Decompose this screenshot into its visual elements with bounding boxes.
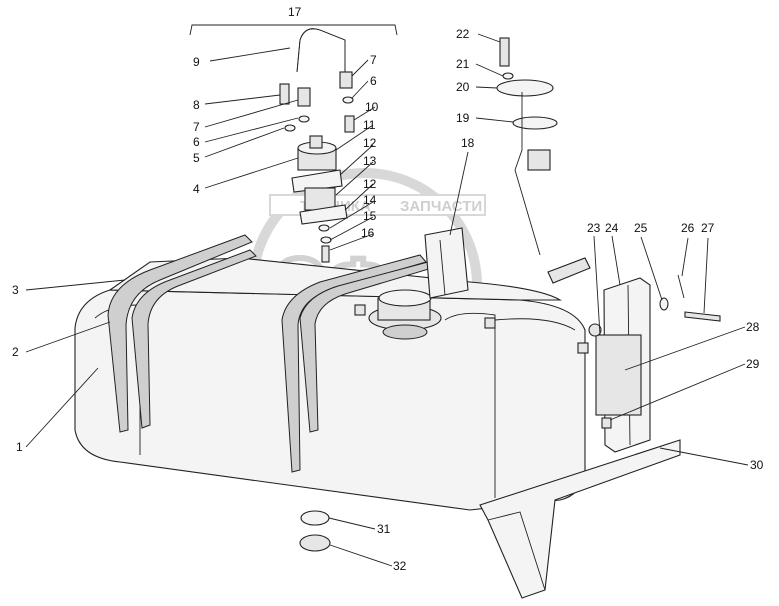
callout-24: 24 <box>605 221 619 235</box>
ring-6a <box>342 96 354 104</box>
bolt-16 <box>321 245 330 263</box>
fitting-10 <box>344 115 355 133</box>
callout-27: 27 <box>701 221 715 235</box>
callout-20: 20 <box>456 80 470 94</box>
strap-right-inner <box>299 261 433 433</box>
support-bracket-30 <box>479 439 681 599</box>
callout-25: 25 <box>634 221 648 235</box>
clamp-31 <box>300 510 330 526</box>
gasket-19 <box>512 116 558 130</box>
callout-6a: 6 <box>370 74 377 88</box>
tank-fitting-b <box>484 317 496 329</box>
callout-3: 3 <box>12 283 19 297</box>
bolt-22 <box>499 37 510 67</box>
callout-4: 4 <box>193 182 200 196</box>
callout-31: 31 <box>377 522 391 536</box>
right-bracket-assembly <box>588 274 721 453</box>
callout-9: 9 <box>193 55 200 69</box>
flange-20 <box>496 79 554 97</box>
callout-13: 13 <box>363 154 377 168</box>
sender-flange <box>368 289 442 340</box>
callout-23: 23 <box>587 221 601 235</box>
callout-12b: 12 <box>363 177 377 191</box>
plate-12a <box>291 169 343 193</box>
callout-15: 15 <box>363 209 377 223</box>
callout-29: 29 <box>746 357 760 371</box>
bracket-18 <box>424 227 469 299</box>
callout-numbers: 17 9 7 6 8 10 7 11 6 12 5 13 4 12 14 15 … <box>12 5 764 573</box>
clamp-32 <box>299 534 331 552</box>
callout-6b: 6 <box>193 135 200 149</box>
sender-float <box>547 257 591 284</box>
callout-30: 30 <box>750 458 764 472</box>
callout-14: 14 <box>363 193 377 207</box>
breather-assembly <box>279 28 355 263</box>
callout-12a: 12 <box>363 136 377 150</box>
strap-left-outer <box>107 234 253 433</box>
callout-2: 2 <box>12 345 19 359</box>
watermark-text-2: ЗАПЧАСТИ <box>400 198 482 215</box>
callout-18: 18 <box>461 136 475 150</box>
fitting-7a <box>297 87 311 107</box>
tank-body <box>74 289 586 511</box>
bolt-29 <box>601 417 612 429</box>
fitting-7b <box>339 71 353 89</box>
callout-17: 17 <box>288 5 302 19</box>
callout-22: 22 <box>456 27 470 41</box>
fitting-8 <box>279 83 290 105</box>
callout-19: 19 <box>456 111 470 125</box>
fuel-sender-assembly <box>496 37 591 284</box>
callout-16: 16 <box>361 226 375 240</box>
callout-8: 8 <box>193 98 200 112</box>
callout-21: 21 <box>456 57 470 71</box>
washer-21 <box>502 72 514 80</box>
callout-1: 1 <box>16 440 23 454</box>
washer-25 <box>659 297 669 311</box>
pin-27 <box>684 311 721 322</box>
callout-5: 5 <box>193 151 200 165</box>
callout-32: 32 <box>393 559 407 573</box>
washer-15 <box>320 236 332 244</box>
ring-5 <box>284 124 296 132</box>
leader-lines <box>25 24 749 567</box>
callout-10: 10 <box>365 100 379 114</box>
plate-28 <box>595 334 642 416</box>
fuel-tank <box>74 234 589 511</box>
tank-fitting-c <box>577 342 589 354</box>
ring-6b <box>298 115 310 123</box>
strap-left-inner <box>131 249 257 429</box>
callout-7a: 7 <box>370 53 377 67</box>
sender-float-body <box>527 149 551 171</box>
tank-fitting-a <box>354 304 366 316</box>
callout-28: 28 <box>746 320 760 334</box>
callout-11: 11 <box>363 118 376 132</box>
callout-7b: 7 <box>193 120 200 134</box>
callout-26: 26 <box>681 221 695 235</box>
washer-14 <box>318 224 330 232</box>
bushing-23 <box>588 323 602 337</box>
